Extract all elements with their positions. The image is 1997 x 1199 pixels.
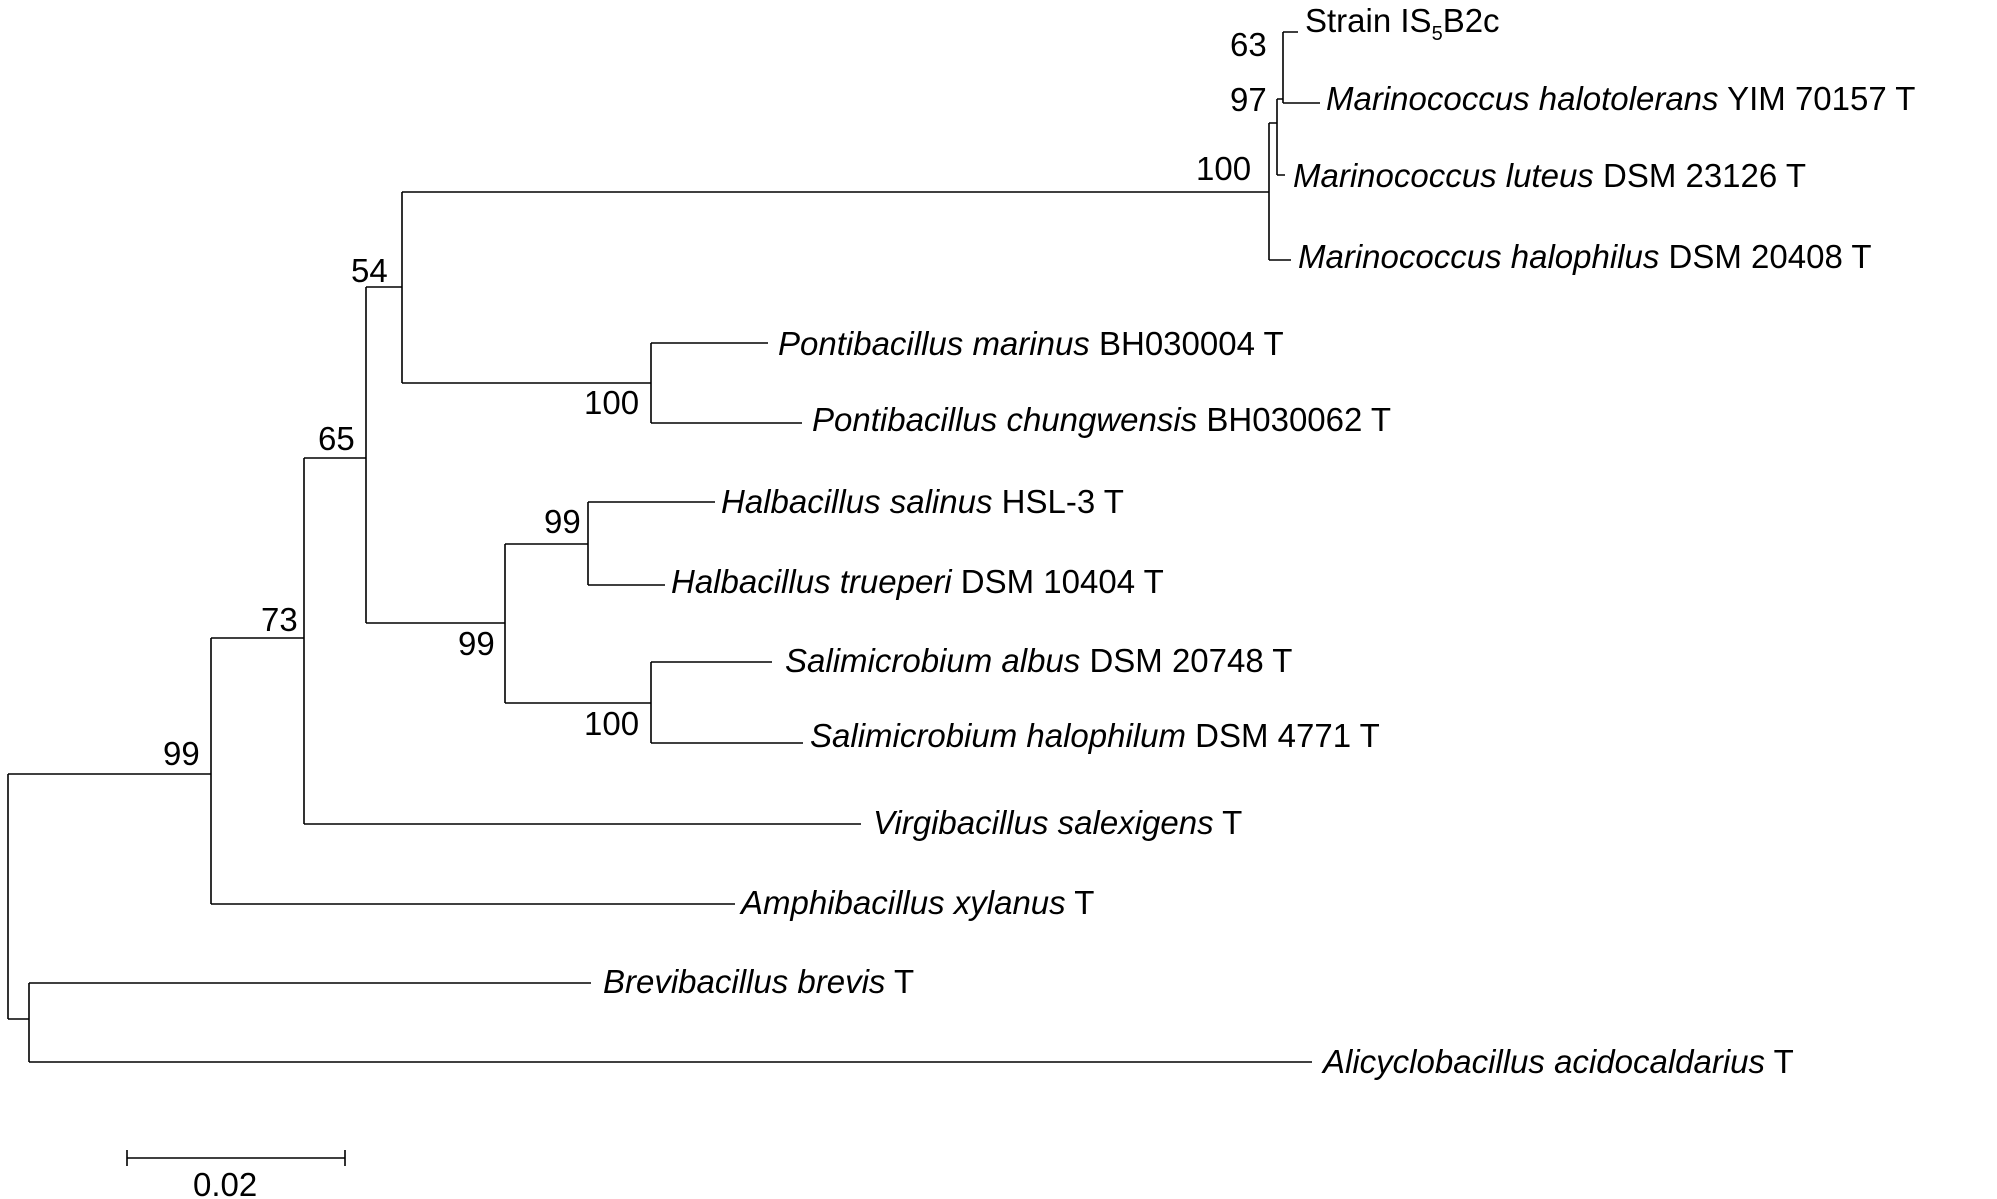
- node-65: [365, 286, 505, 624]
- taxon-label: Salimicrobium halophilum DSM 4771 T: [810, 717, 1380, 754]
- node-pontibacillus: [650, 342, 802, 424]
- taxon-label: Pontibacillus marinus BH030004 T: [778, 325, 1284, 362]
- bootstrap-label: 100: [584, 705, 639, 742]
- bootstrap-label: 97: [1230, 81, 1267, 118]
- outgroup-node: [8, 982, 1312, 1063]
- bootstrap-label: 100: [584, 384, 639, 421]
- bootstrap-label: 63: [1230, 26, 1267, 63]
- bootstrap-label: 99: [458, 625, 495, 662]
- taxon-label: Halbacillus trueperi DSM 10404 T: [671, 563, 1164, 600]
- taxon-label: Virgibacillus salexigens T: [873, 804, 1242, 841]
- bootstrap-label: 73: [261, 601, 298, 638]
- bootstrap-label: 65: [318, 420, 355, 457]
- node-marinococcus: [1268, 122, 1291, 261]
- bootstrap-label: 99: [544, 503, 581, 540]
- node-99-root: [210, 637, 735, 905]
- scale-bar-line: [126, 1150, 346, 1166]
- taxon-label: Alicyclobacillus acidocaldarius T: [1321, 1043, 1794, 1080]
- taxon-label: Marinococcus halotolerans YIM 70157 T: [1326, 80, 1915, 117]
- bootstrap-label: 54: [351, 252, 388, 289]
- scale-bar: 0.02: [126, 1150, 346, 1199]
- taxon-label: Amphibacillus xylanus T: [739, 884, 1094, 921]
- node-54: [401, 191, 1269, 384]
- taxon-label: Strain IS5B2c: [1305, 2, 1500, 45]
- taxon-label: Salimicrobium albus DSM 20748 T: [785, 642, 1292, 679]
- taxon-label: Halbacillus salinus HSL-3 T: [721, 483, 1124, 520]
- taxon-label: Brevibacillus brevis T: [603, 963, 914, 1000]
- node-salimicrobium: [650, 661, 803, 744]
- node-73: [303, 457, 861, 825]
- node-97: [1276, 98, 1285, 176]
- taxon-label: Marinococcus luteus DSM 23126 T: [1293, 157, 1806, 194]
- taxon-label: Marinococcus halophilus DSM 20408 T: [1298, 238, 1872, 275]
- bootstrap-label: 99: [163, 735, 200, 772]
- node-halbacillus: [587, 501, 715, 586]
- node-63: [1282, 31, 1320, 104]
- scale-bar-label: 0.02: [193, 1166, 257, 1199]
- bootstrap-label: 100: [1196, 150, 1251, 187]
- taxon-label: Pontibacillus chungwensis BH030062 T: [812, 401, 1391, 438]
- node-halb-salim: [504, 543, 651, 704]
